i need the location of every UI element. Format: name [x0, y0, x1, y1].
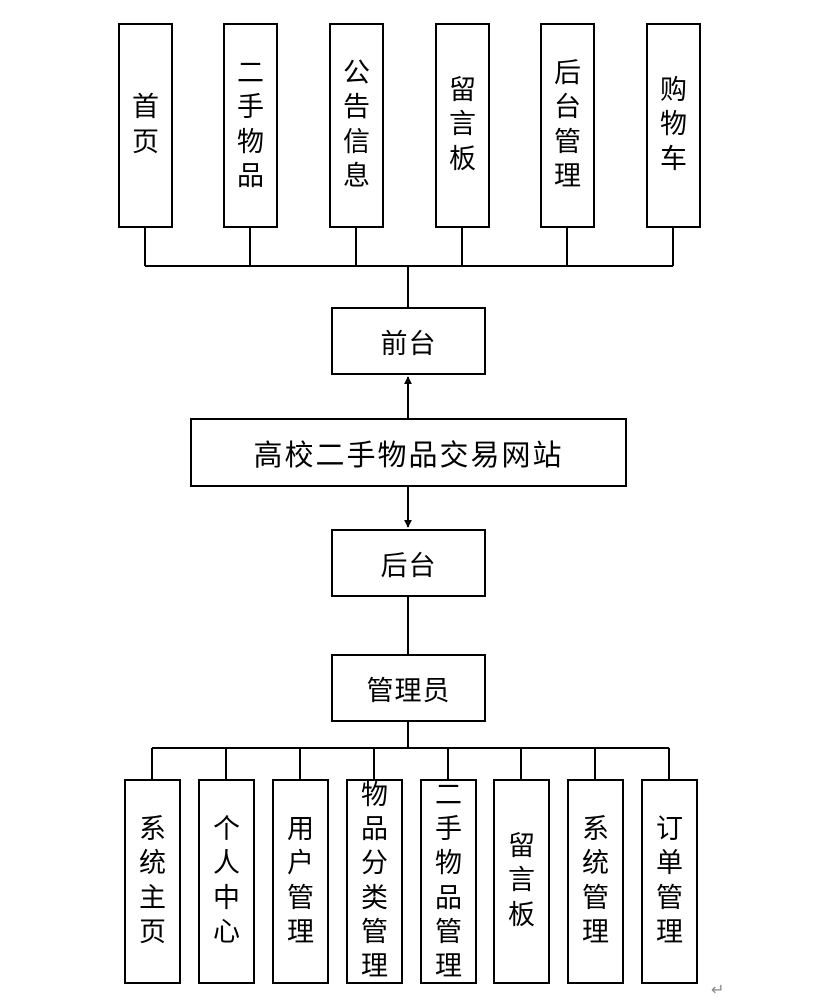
admin-module-label: 系统主页 [139, 813, 166, 948]
frontend-label: 前台 [380, 328, 437, 360]
root-system-box: 高校二手物品交易网站 [190, 418, 627, 487]
frontend-module-box: 首页 [118, 23, 173, 228]
backend-box: 后台 [331, 529, 486, 597]
frontend-module-label: 购物车 [660, 75, 687, 175]
admin-label: 管理员 [366, 675, 451, 707]
frontend-module-label: 首页 [132, 92, 159, 158]
admin-module-box: 个人中心 [198, 779, 255, 984]
admin-module-box: 用户管理 [272, 779, 329, 984]
admin-module-label: 订单管理 [656, 813, 683, 948]
frontend-module-label: 公告信息 [343, 57, 370, 192]
admin-module-label: 二手物品管理 [435, 779, 462, 983]
admin-module-label: 系统管理 [582, 813, 609, 948]
frontend-module-label: 后台管理 [554, 57, 581, 192]
frontend-module-label: 留言板 [449, 75, 476, 175]
frontend-box: 前台 [331, 307, 486, 375]
admin-module-label: 用户管理 [287, 813, 314, 948]
frontend-module-box: 留言板 [435, 23, 490, 228]
admin-module-box: 留言板 [493, 779, 550, 984]
frontend-module-label: 二手物品 [237, 57, 264, 192]
frontend-module-box: 后台管理 [540, 23, 595, 228]
admin-module-box: 系统管理 [567, 779, 624, 984]
frontend-module-box: 公告信息 [329, 23, 384, 228]
admin-module-box: 订单管理 [641, 779, 698, 984]
backend-label: 后台 [380, 550, 437, 582]
frontend-module-box: 二手物品 [223, 23, 278, 228]
admin-module-box: 系统主页 [124, 779, 181, 984]
frontend-module-box: 购物车 [646, 23, 701, 228]
admin-box: 管理员 [331, 654, 486, 722]
admin-module-label: 留言板 [508, 831, 535, 931]
admin-module-label: 个人中心 [213, 813, 240, 948]
admin-module-box: 物品分类管理 [346, 779, 403, 984]
admin-module-box: 二手物品管理 [420, 779, 477, 984]
admin-module-label: 物品分类管理 [361, 779, 388, 983]
root-system-label: 高校二手物品交易网站 [253, 437, 564, 472]
paragraph-mark-icon: ↵ [711, 980, 725, 999]
